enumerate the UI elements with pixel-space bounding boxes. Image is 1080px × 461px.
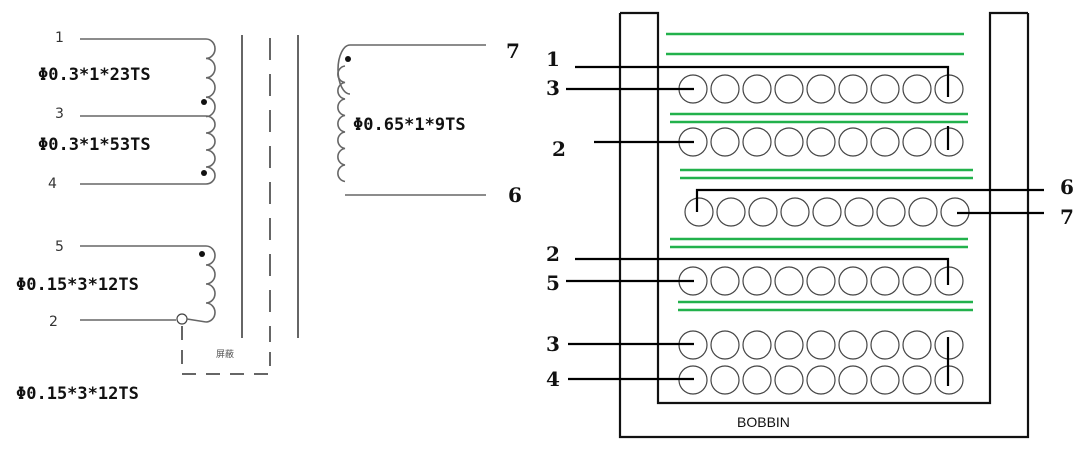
winding-turn bbox=[902, 266, 932, 296]
winding-turn bbox=[774, 365, 804, 395]
pin-label-1: 1 bbox=[55, 30, 64, 46]
bobbin-outer bbox=[618, 13, 1030, 439]
winding-turn bbox=[812, 197, 842, 227]
pin-label-6: 6 bbox=[508, 183, 522, 207]
winding-turn bbox=[742, 127, 772, 157]
lead-pin6 bbox=[695, 188, 1044, 212]
layer-pin-label-3: 3 bbox=[546, 76, 560, 100]
winding-turn bbox=[806, 330, 836, 360]
spec-shield-winding: Φ0.15*3*12TS bbox=[16, 384, 139, 404]
winding-turn bbox=[870, 74, 900, 104]
primary-winding-lower bbox=[205, 115, 216, 185]
pin-label-3: 3 bbox=[55, 106, 64, 122]
winding-turn bbox=[838, 127, 868, 157]
winding-turn bbox=[902, 330, 932, 360]
secondary-winding bbox=[337, 44, 351, 95]
winding-turn bbox=[806, 266, 836, 296]
pin-label-7: 7 bbox=[506, 39, 520, 63]
winding-turn bbox=[710, 74, 740, 104]
pin-label-4: 4 bbox=[48, 176, 57, 192]
winding-turn bbox=[806, 127, 836, 157]
winding-turn bbox=[684, 197, 714, 227]
spec-secondary-winding: Φ0.65*1*9TS bbox=[353, 115, 466, 135]
spec-winding-1: Φ0.3*1*23TS bbox=[38, 65, 151, 85]
winding-turn bbox=[870, 330, 900, 360]
winding-turn bbox=[902, 74, 932, 104]
shield-label: 屏蔽 bbox=[216, 348, 234, 360]
layer-leads bbox=[566, 65, 1044, 386]
winding-turn bbox=[710, 365, 740, 395]
spec-aux-winding: Φ0.15*3*12TS bbox=[16, 275, 139, 295]
winding-turn bbox=[902, 127, 932, 157]
winding-turn bbox=[806, 365, 836, 395]
aux-winding bbox=[205, 245, 216, 323]
pin-label-5: 5 bbox=[55, 239, 64, 255]
layer-pin-label-5: 5 bbox=[546, 271, 560, 295]
polarity-dot-lower bbox=[201, 170, 207, 176]
pin-label-2: 2 bbox=[49, 314, 58, 330]
winding-turn bbox=[774, 266, 804, 296]
winding-turn bbox=[774, 330, 804, 360]
layer-pin-label-7: 7 bbox=[1060, 205, 1074, 229]
layer-pin-label-4: 4 bbox=[546, 367, 560, 391]
layer-pin-label-2: 2 bbox=[552, 137, 566, 161]
winding-layer-stackup: BOBBIN 1 3 2 2 5 3 4 6 7 bbox=[546, 11, 1074, 439]
layer-pin-label-6: 6 bbox=[1060, 175, 1074, 199]
winding-turn bbox=[838, 74, 868, 104]
lead-pin2-middle bbox=[575, 257, 950, 285]
winding-turn bbox=[838, 266, 868, 296]
spec-winding-2: Φ0.3*1*53TS bbox=[38, 135, 151, 155]
winding-turn bbox=[742, 330, 772, 360]
winding-turn bbox=[774, 127, 804, 157]
bobbin-inner bbox=[620, 11, 1028, 405]
winding-turn bbox=[870, 365, 900, 395]
winding-turn bbox=[838, 330, 868, 360]
winding-turn bbox=[780, 197, 810, 227]
insulation-tapes bbox=[666, 32, 973, 312]
winding-turn bbox=[902, 365, 932, 395]
polarity-dot-secondary bbox=[345, 56, 351, 62]
winding-turn bbox=[716, 197, 746, 227]
primary-winding-upper bbox=[205, 38, 216, 118]
layer-pin-label-2b: 2 bbox=[546, 242, 560, 266]
aux-tap-node bbox=[176, 313, 188, 325]
polarity-dot-upper bbox=[201, 99, 207, 105]
winding-turn bbox=[710, 330, 740, 360]
winding-turn bbox=[742, 365, 772, 395]
shield-dashed-path bbox=[181, 326, 271, 375]
winding-turn bbox=[710, 127, 740, 157]
secondary-winding-turns bbox=[337, 65, 346, 183]
winding-turn bbox=[908, 197, 938, 227]
winding-turn bbox=[844, 197, 874, 227]
winding-turn bbox=[710, 266, 740, 296]
winding-turn bbox=[742, 266, 772, 296]
winding-turn bbox=[748, 197, 778, 227]
polarity-dot-aux bbox=[199, 251, 205, 257]
schematic: 屏蔽 1 3 4 5 2 Φ0.3*1*23TS Φ0.3*1*53TS Φ0.… bbox=[16, 30, 522, 404]
winding-turn bbox=[806, 74, 836, 104]
winding-turn bbox=[870, 127, 900, 157]
lead-pin1 bbox=[575, 65, 950, 97]
winding-turn bbox=[838, 365, 868, 395]
aux-tap-link bbox=[186, 318, 207, 323]
layer-pin-label-3b: 3 bbox=[546, 332, 560, 356]
winding-turn bbox=[742, 74, 772, 104]
winding-turn bbox=[870, 266, 900, 296]
layer-pin-label-1: 1 bbox=[546, 47, 560, 71]
bobbin-label: BOBBIN bbox=[737, 414, 790, 430]
winding-turn bbox=[774, 74, 804, 104]
winding-turn bbox=[876, 197, 906, 227]
